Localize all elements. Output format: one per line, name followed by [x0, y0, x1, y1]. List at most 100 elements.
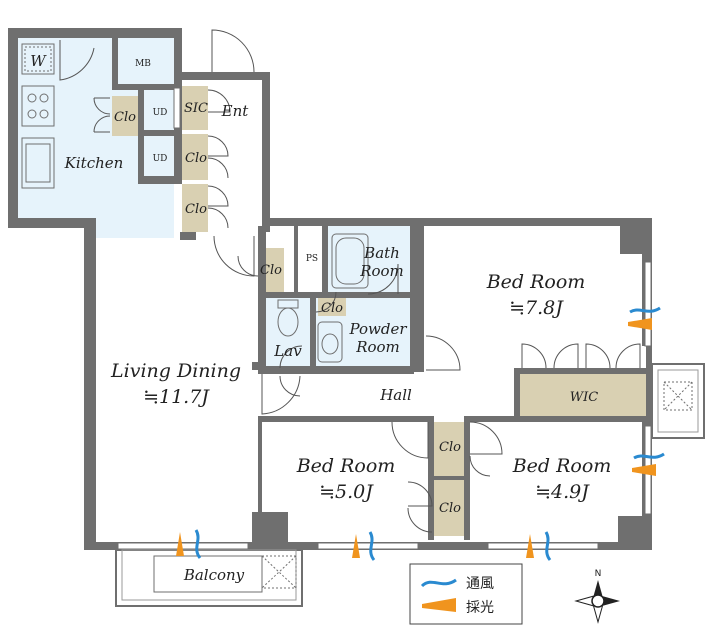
wall	[258, 226, 266, 296]
wall	[262, 218, 642, 226]
clo-kitchen-fill	[112, 96, 138, 136]
label-powder-2: Room	[355, 338, 400, 356]
wall	[84, 218, 96, 550]
balcony	[115, 549, 303, 607]
label-balcony: Balcony	[183, 566, 245, 584]
label-clo-bed-1: Clo	[439, 440, 461, 455]
window-bed2	[317, 542, 419, 550]
label-clo-ent-2: Clo	[185, 202, 207, 217]
label-bath-1: Bath	[363, 244, 400, 262]
wall	[8, 28, 180, 38]
wall	[434, 476, 464, 480]
sic-opening	[173, 87, 181, 129]
window-bed1	[644, 261, 652, 347]
wall	[294, 226, 298, 296]
fixtures	[21, 43, 369, 363]
compass: N	[574, 569, 620, 624]
window-living	[117, 542, 249, 550]
label-ent: Ent	[221, 102, 250, 120]
wall	[8, 28, 18, 228]
label-clo-bed-2: Clo	[439, 501, 461, 516]
wall	[258, 416, 262, 550]
light-legend-icon	[422, 598, 456, 612]
label-living-name: Living Dining	[110, 360, 241, 382]
wall	[144, 130, 176, 136]
label-sic: SIC	[184, 101, 208, 116]
doors	[59, 29, 641, 533]
wall	[258, 366, 414, 374]
wall	[174, 28, 182, 76]
vent-legend-icon	[420, 578, 457, 588]
label-clo-kitchen: Clo	[114, 110, 136, 125]
vent-arrow	[629, 306, 661, 314]
light-arrow	[632, 464, 656, 476]
wall	[112, 84, 174, 90]
legend: 通風 採光	[409, 563, 523, 625]
label-mb: MB	[135, 59, 151, 69]
vent-arrow	[368, 531, 376, 561]
toilet-bowl	[277, 307, 299, 337]
washer	[21, 43, 55, 75]
wall	[646, 346, 652, 422]
wall	[410, 226, 424, 372]
room-labels: W MB Kitchen Clo UD UD SIC Ent Clo Clo P…	[30, 52, 611, 584]
label-ud-2: UD	[153, 154, 168, 164]
hatch	[261, 555, 297, 589]
label-kitchen: Kitchen	[64, 154, 124, 172]
clo-bed-1-fill	[434, 422, 464, 478]
legend-box	[409, 563, 523, 625]
label-clo-powder: Clo	[321, 301, 343, 316]
wall	[258, 416, 434, 422]
label-bed2-size: ≒5.0J	[319, 481, 374, 503]
light-arrow	[352, 534, 360, 558]
clo-powder-fill	[318, 298, 346, 316]
wall	[514, 416, 652, 422]
label-powder-1: Powder	[348, 320, 407, 338]
clo-ent-1-fill	[182, 134, 208, 180]
wash-basin	[317, 321, 343, 363]
light-arrow	[628, 318, 652, 330]
label-clo-hall: Clo	[260, 263, 282, 278]
wall	[514, 368, 520, 422]
vent-arrow	[633, 452, 665, 460]
compass-north-label: N	[595, 569, 602, 579]
label-ps: PS	[306, 254, 318, 264]
vent-arrow	[194, 529, 202, 559]
wall	[428, 416, 434, 540]
light-arrow	[526, 534, 534, 558]
wall	[112, 38, 118, 88]
label-living-size: ≒11.7J	[143, 386, 210, 408]
wall	[180, 232, 196, 240]
wall	[252, 362, 262, 370]
legend-ventilation: 通風	[466, 576, 494, 592]
wall	[258, 296, 266, 374]
label-bed1-size: ≒7.8J	[509, 297, 564, 319]
wall	[262, 72, 270, 232]
label-bed3-size: ≒4.9J	[535, 481, 590, 503]
wall	[174, 76, 182, 184]
vent-arrow	[544, 531, 552, 561]
floor-fills	[18, 38, 646, 536]
wall	[464, 416, 518, 422]
label-wic: WIC	[570, 390, 598, 405]
wall	[138, 176, 180, 184]
light-arrow	[176, 532, 184, 556]
clo-ent-2-fill	[182, 184, 208, 232]
clo-bed-2-fill	[434, 480, 464, 536]
sink	[21, 137, 55, 189]
label-clo-ent-1: Clo	[185, 151, 207, 166]
kitchen-floor-2	[94, 38, 174, 238]
wall	[322, 226, 328, 296]
label-lav: Lav	[273, 342, 302, 360]
wall	[514, 368, 652, 374]
wall-column	[620, 226, 642, 254]
wall	[464, 416, 470, 540]
side-balcony	[651, 363, 705, 439]
label-ud-1: UD	[153, 108, 168, 118]
label-w: W	[30, 52, 47, 70]
label-bed1-name: Bed Room	[486, 271, 586, 293]
entrance-door	[211, 29, 255, 73]
window-bed3-south	[487, 542, 599, 550]
wall	[174, 72, 270, 80]
